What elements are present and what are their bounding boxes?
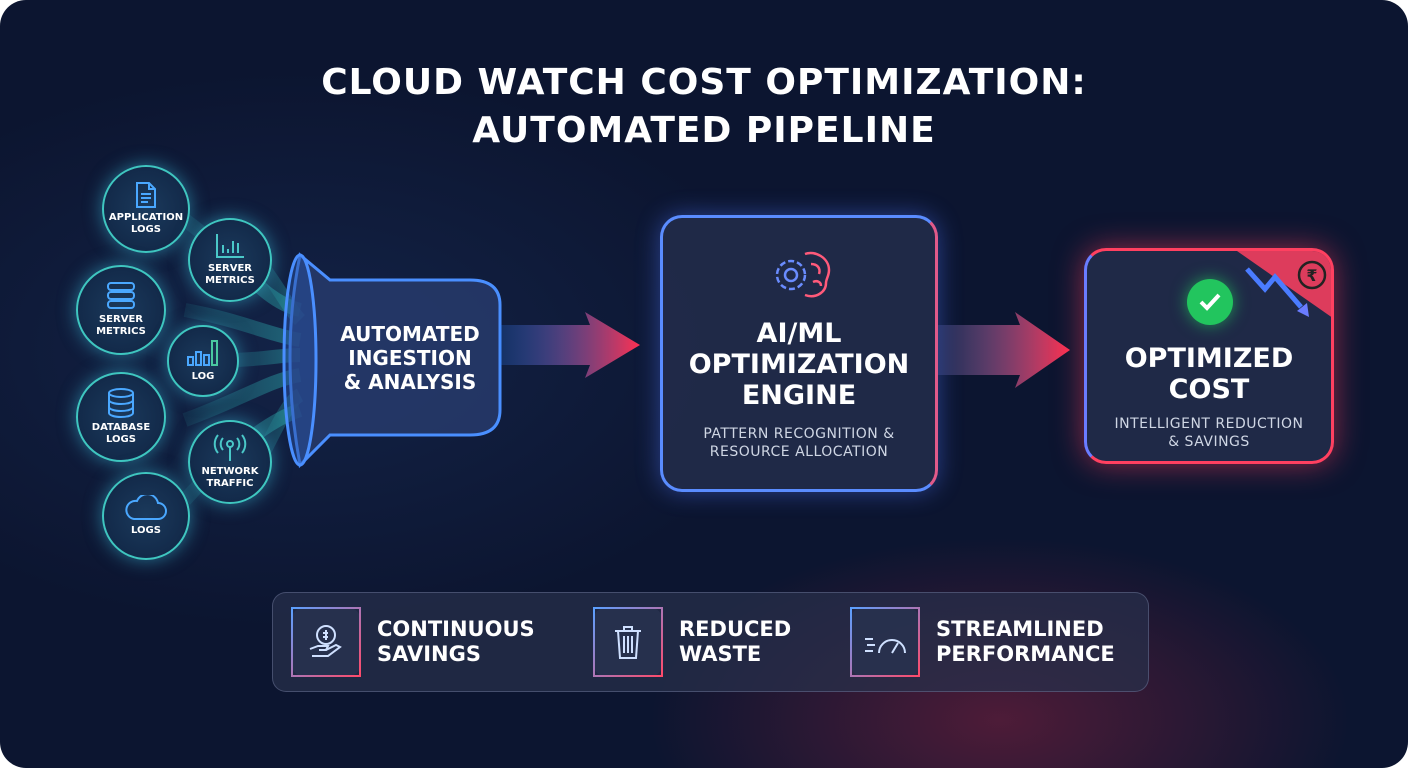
- speedometer-icon: [850, 607, 920, 677]
- features-panel: [272, 592, 1149, 692]
- source-label: LOGS: [131, 224, 161, 235]
- source-label: TRAFFIC: [206, 478, 254, 489]
- feature-label: STREAMLINED: [936, 617, 1104, 641]
- ingestion-label: AUTOMATED INGESTION & ANALYSIS: [320, 322, 500, 394]
- ingestion-line-2: INGESTION: [348, 346, 472, 370]
- engine-title-3: ENGINE: [741, 380, 857, 411]
- feature-label: CONTINUOUS: [377, 617, 535, 641]
- arrow-to-engine: [500, 312, 640, 378]
- engine-title-2: OPTIMIZATION: [688, 349, 910, 380]
- source-label: APPLICATION: [108, 212, 184, 223]
- feature-label: SAVINGS: [377, 642, 481, 666]
- result-sub-1: INTELLIGENT REDUCTION: [1114, 416, 1304, 432]
- feature-label: PERFORMANCE: [936, 642, 1115, 666]
- engine-sub-2: RESOURCE ALLOCATION: [709, 444, 889, 460]
- source-label: NETWORK: [201, 466, 259, 477]
- database-icon: [108, 388, 134, 418]
- hand-coin-icon: [291, 607, 361, 677]
- source-label: SERVER: [207, 263, 252, 274]
- source-label: LOGS: [106, 434, 136, 445]
- bar-chart-icon: [216, 234, 244, 258]
- title-line-1: CLOUD WATCH COST OPTIMIZATION:: [321, 62, 1087, 103]
- antenna-icon: [213, 434, 247, 461]
- check-icon: [1187, 279, 1233, 325]
- source-label: METRICS: [205, 275, 255, 286]
- engine-sub-1: PATTERN RECOGNITION &: [703, 426, 895, 442]
- source-label: DATABASE: [91, 422, 151, 433]
- result-card: ₹ OPTIMIZED COST INTELLIGENT REDUCTION &…: [1084, 248, 1334, 464]
- engine-card: AI/ML OPTIMIZATION ENGINE PATTERN RECOGN…: [660, 215, 938, 492]
- result-sub-2: & SAVINGS: [1168, 434, 1250, 450]
- source-label: METRICS: [96, 326, 146, 337]
- arrow-to-result: [938, 312, 1070, 388]
- feature-label: WASTE: [679, 642, 762, 666]
- source-logs: LOGS: [102, 472, 190, 560]
- source-log: LOG: [167, 325, 239, 397]
- trash-icon: [593, 607, 663, 677]
- ingestion-line-1: AUTOMATED: [340, 322, 480, 346]
- source-label: LOG: [191, 371, 215, 382]
- cloud-icon: [125, 495, 167, 520]
- source-label: LOGS: [131, 525, 161, 536]
- source-label: SERVER: [98, 314, 143, 325]
- document-icon: [136, 182, 156, 208]
- engine-title-1: AI/ML: [756, 318, 842, 349]
- server-icon: [107, 282, 135, 309]
- signal-bars-icon: [187, 340, 218, 366]
- feature-label: REDUCED: [679, 617, 792, 641]
- svg-text:₹: ₹: [1306, 266, 1317, 285]
- ingestion-line-3: & ANALYSIS: [343, 370, 477, 394]
- result-title-1: OPTIMIZED: [1124, 343, 1294, 374]
- gear-brain-icon: [775, 251, 831, 298]
- rupee-down-trend-icon: ₹: [1237, 251, 1331, 317]
- title-line-2: AUTOMATED PIPELINE: [472, 110, 936, 151]
- result-title-2: COST: [1168, 374, 1250, 405]
